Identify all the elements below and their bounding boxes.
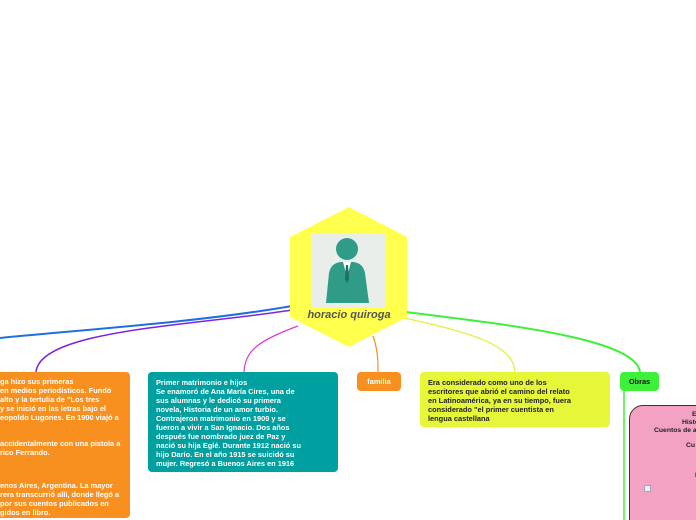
link-magenta: [243, 325, 299, 373]
works-node[interactable]: E Histo Cuentos de a Cu L: [629, 405, 696, 520]
link-purple: [35, 309, 293, 373]
biography-text-2: accidentalmente con una pistola a rico F…: [0, 439, 121, 457]
marriage-node[interactable]: Primer matrimonio e hijos Se enamoró de …: [148, 372, 338, 472]
businessman-icon: [326, 238, 369, 303]
biography-text-1: ga hizo sus primeras en medios periodíst…: [0, 377, 119, 422]
familia-node[interactable]: familia: [357, 372, 401, 391]
obras-node[interactable]: Obras: [620, 372, 659, 391]
relato-node[interactable]: Era considerado como uno de los escritor…: [420, 372, 610, 427]
bullet-icon: [644, 485, 651, 492]
familia-label: familia: [367, 377, 391, 386]
link-green: [405, 311, 641, 373]
biography-node[interactable]: ga hizo sus primeras en medios periodíst…: [0, 372, 130, 518]
link-yellowgreen: [403, 317, 516, 373]
link-blue: [0, 305, 293, 339]
link-orange: [372, 335, 379, 373]
avatar: [311, 233, 386, 307]
biography-text-3: enos Aires, Argentina. La mayor rera tra…: [0, 481, 120, 517]
central-topic-title[interactable]: horacio quiroga: [307, 309, 391, 321]
obras-label: Obras: [628, 377, 651, 386]
